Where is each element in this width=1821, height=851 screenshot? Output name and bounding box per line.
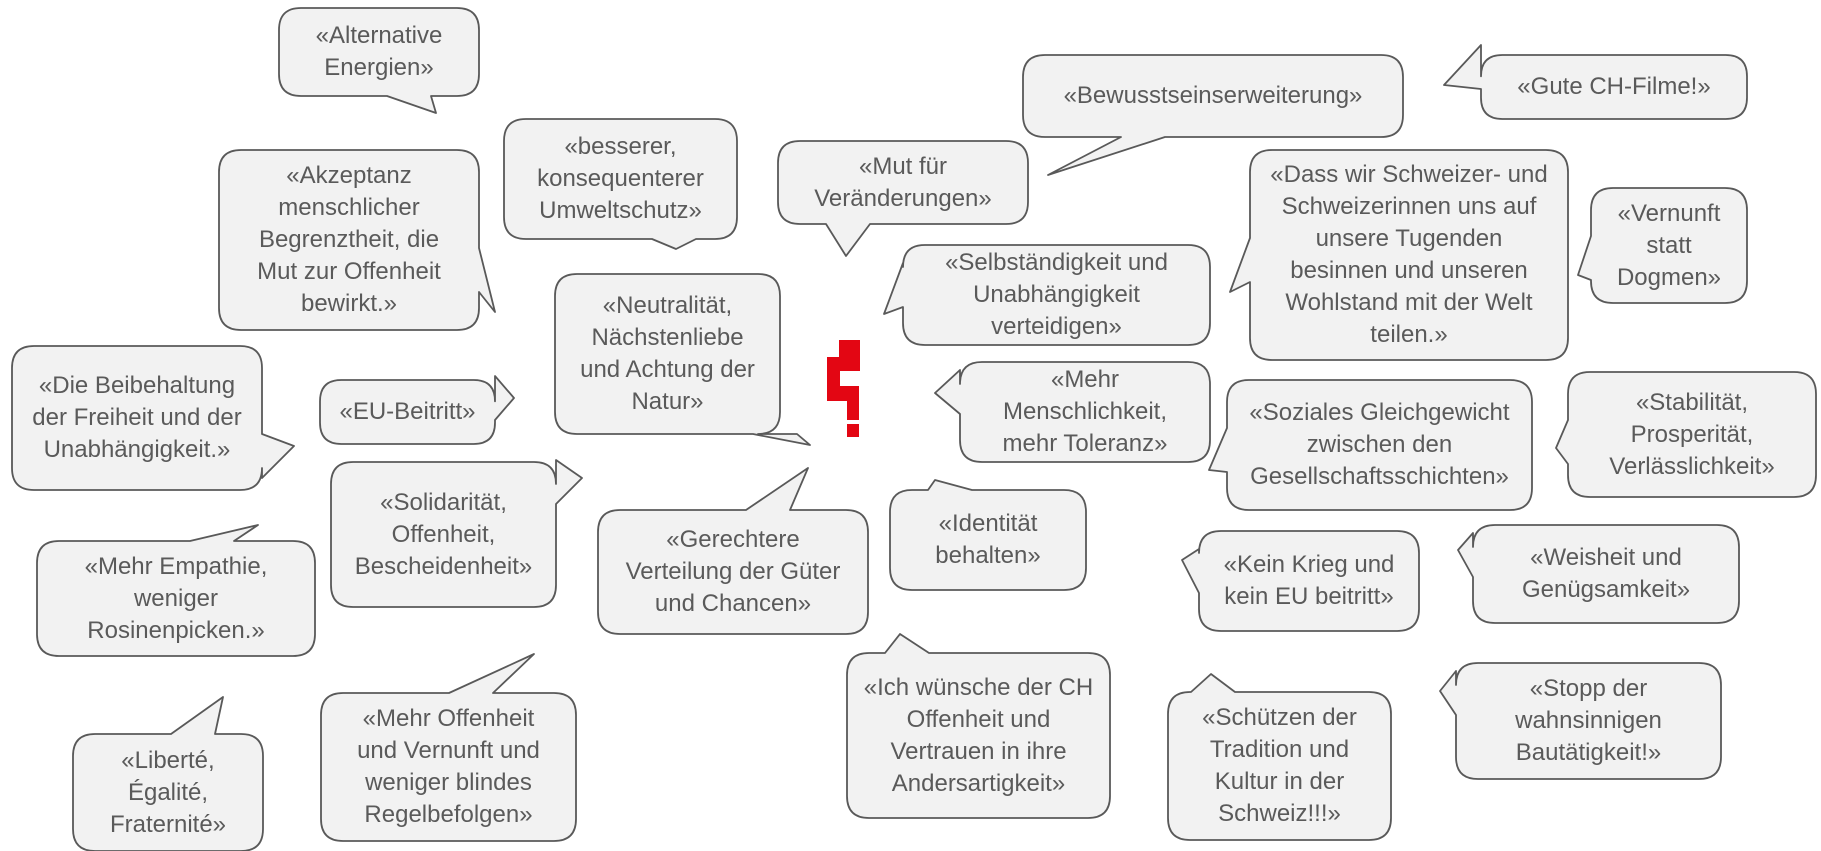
speech-bubble-vernunft-statt-dogmen [1577, 187, 1748, 304]
speech-bubble-stopp-bautaetigkeit [1439, 662, 1722, 780]
bubble-text-box-mut-fuer-veraenderungen: «Mut für Veränderungen» [778, 141, 1028, 224]
speech-bubble-bewusstseinserweiterung [1022, 54, 1404, 176]
bubble-text-box-gute-ch-filme: «Gute CH-Filme!» [1481, 55, 1747, 119]
bubble-quote-identitaet-behalten: «Identität behalten» [935, 510, 1041, 569]
bubble-text-box-vernunft-statt-dogmen: «Vernunft statt Dogmen» [1591, 188, 1747, 303]
speech-bubble-gute-ch-filme [1443, 44, 1748, 120]
bubble-quote-vernunft-statt-dogmen: «Vernunft statt Dogmen» [1616, 199, 1722, 291]
bubble-quote-mehr-menschlichkeit: «Mehr Menschlichkeit, mehr Toleranz» [1002, 366, 1168, 457]
bubble-text-box-mehr-menschlichkeit: «Mehr Menschlichkeit, mehr Toleranz» [960, 362, 1210, 462]
bubble-quote-ich-wuensche: «Ich wünsche der CH Offenheit und Vertra… [863, 673, 1094, 797]
bubble-quote-bewusstseinserweiterung: «Bewusstseinserweiterung» [1063, 82, 1363, 109]
speech-bubble-dass-wir-schweizer [1229, 149, 1569, 361]
speech-bubble-neutralitaet [554, 273, 811, 446]
speech-bubble-schuetzen-tradition [1167, 673, 1392, 841]
bubble-text-box-stabilitaet: «Stabilität, Prosperität, Verlässlichkei… [1568, 372, 1816, 497]
bubble-quote-akzeptanz: «Akzeptanz menschlicher Begrenztheit, di… [257, 162, 441, 317]
bubble-quote-besserer-umweltschutz: «besserer, konsequenterer Umweltschutz» [537, 133, 704, 224]
bubble-text-box-selbstaendigkeit: «Selbständigkeit und Unabhängigkeit vert… [903, 245, 1210, 345]
bubble-text-box-neutralitaet: «Neutralität, Nächstenliebe und Achtung … [555, 274, 780, 434]
bubble-quote-neutralitaet: «Neutralität, Nächstenliebe und Achtung … [580, 292, 755, 415]
bubble-quote-mut-fuer-veraenderungen: «Mut für Veränderungen» [814, 152, 992, 212]
bubble-quote-schuetzen-tradition: «Schützen der Tradition und Kultur in de… [1202, 704, 1357, 827]
bubble-text-box-gerechtere-verteilung: «Gerechtere Verteilung der Güter und Cha… [598, 510, 868, 634]
bubble-text-box-stopp-bautaetigkeit: «Stopp der wahnsinnigen Bautätigkeit!» [1456, 663, 1721, 779]
bubble-text-box-beibehaltung-freiheit: «Die Beibehaltung der Freiheit und der U… [12, 346, 262, 490]
bubble-text-box-mehr-empathie: «Mehr Empathie, weniger Rosinenpicken.» [37, 541, 315, 656]
speech-bubble-kein-krieg [1181, 530, 1420, 632]
bubble-quote-mehr-offenheit-vernunft: «Mehr Offenheit und Vernunft und weniger… [357, 705, 540, 828]
speech-bubble-besserer-umweltschutz [503, 118, 738, 250]
bubble-text-box-schuetzen-tradition: «Schützen der Tradition und Kultur in de… [1168, 692, 1391, 840]
bubble-text-box-dass-wir-schweizer: «Dass wir Schweizer- und Schweizerinnen … [1250, 150, 1568, 360]
bubble-quote-stopp-bautaetigkeit: «Stopp der wahnsinnigen Bautätigkeit!» [1515, 675, 1662, 766]
bubble-text-box-besserer-umweltschutz: «besserer, konsequenterer Umweltschutz» [504, 119, 737, 239]
bubble-quote-kein-krieg: «Kein Krieg und kein EU beitritt» [1223, 551, 1395, 610]
speech-bubble-mut-fuer-veraenderungen [777, 140, 1029, 257]
bubble-quote-mehr-empathie: «Mehr Empathie, weniger Rosinenpicken.» [84, 552, 268, 644]
bubble-quote-alternative-energien: «Alternative Energien» [315, 22, 443, 81]
speech-bubble-beibehaltung-freiheit [11, 345, 295, 491]
speech-bubble-akzeptanz [218, 149, 496, 331]
bubble-quote-dass-wir-schweizer: «Dass wir Schweizer- und Schweizerinnen … [1270, 161, 1548, 348]
bubble-quote-eu-beitritt: «EU-Beitritt» [339, 398, 476, 425]
bubble-quote-liberte: «Liberté, Égalité, Fraternité» [109, 746, 227, 838]
bubble-quote-gute-ch-filme: «Gute CH-Filme!» [1517, 73, 1711, 100]
speech-bubble-identitaet-behalten [889, 479, 1087, 591]
speech-bubble-soziales-gleichgewicht [1208, 379, 1533, 511]
bubble-text-box-alternative-energien: «Alternative Energien» [279, 8, 479, 96]
bubble-quote-solidaritaet: «Solidarität, Offenheit, Bescheidenheit» [354, 488, 533, 580]
bubble-quote-selbstaendigkeit: «Selbständigkeit und Unabhängigkeit vert… [945, 249, 1168, 340]
bubble-quote-soziales-gleichgewicht: «Soziales Gleichgewicht zwischen den Ges… [1249, 399, 1510, 490]
bubble-text-box-identitaet-behalten: «Identität behalten» [890, 490, 1086, 590]
speech-bubble-selbstaendigkeit [883, 244, 1211, 346]
bubble-text-box-mehr-offenheit-vernunft: «Mehr Offenheit und Vernunft und weniger… [321, 693, 576, 841]
bubble-text-box-ich-wuensche: «Ich wünsche der CH Offenheit und Vertra… [847, 653, 1110, 818]
bubble-quote-beibehaltung-freiheit: «Die Beibehaltung der Freiheit und der U… [32, 372, 242, 463]
bubble-text-box-eu-beitritt: «EU-Beitritt» [320, 380, 495, 444]
red-swiss-cross-logo-icon [827, 340, 860, 437]
bubble-text-box-kein-krieg: «Kein Krieg und kein EU beitritt» [1199, 531, 1419, 631]
speech-bubble-weisheit [1457, 524, 1740, 624]
bubble-quote-gerechtere-verteilung: «Gerechtere Verteilung der Güter und Cha… [625, 526, 841, 617]
speech-bubble-alternative-energien [278, 7, 480, 114]
bubble-text-box-liberte: «Liberté, Égalité, Fraternité» [73, 734, 263, 851]
bubble-text-box-weisheit: «Weisheit und Genügsamkeit» [1473, 525, 1739, 623]
speech-bubble-mehr-menschlichkeit [934, 361, 1211, 463]
speech-bubble-eu-beitritt [319, 375, 515, 445]
bubble-quote-stabilitaet: «Stabilität, Prosperität, Verlässlichkei… [1609, 388, 1775, 480]
bubble-text-box-solidaritaet: «Solidarität, Offenheit, Bescheidenheit» [331, 462, 556, 607]
logo-shape [827, 340, 860, 437]
bubble-text-box-akzeptanz: «Akzeptanz menschlicher Begrenztheit, di… [219, 150, 479, 330]
bubble-text-box-soziales-gleichgewicht: «Soziales Gleichgewicht zwischen den Ges… [1227, 380, 1532, 510]
speech-bubble-mehr-offenheit-vernunft [320, 653, 577, 842]
speech-bubble-ich-wuensche [846, 633, 1111, 819]
speech-bubble-stabilitaet [1555, 371, 1817, 498]
speech-bubble-mehr-empathie [36, 524, 316, 657]
bubble-quote-weisheit: «Weisheit und Genügsamkeit» [1521, 544, 1691, 603]
bubble-text-box-bewusstseinserweiterung: «Bewusstseinserweiterung» [1023, 55, 1403, 137]
speech-bubble-gerechtere-verteilung [597, 467, 869, 635]
speech-bubble-solidaritaet [330, 459, 583, 608]
